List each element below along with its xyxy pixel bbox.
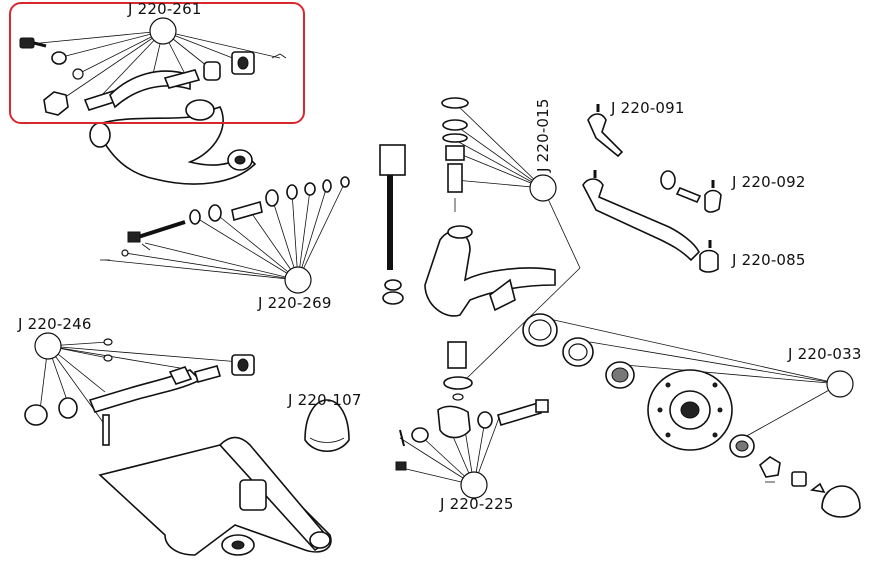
upper-arm-assembly <box>89 99 257 185</box>
callout-label-225: J 220-225 <box>440 495 514 513</box>
lower-control-arm <box>98 436 332 556</box>
steering-knuckle-parts <box>379 97 581 401</box>
callout-label-015: J 220-015 <box>534 98 552 172</box>
hub-bearing-parts <box>522 313 861 518</box>
dust-cap-part <box>304 399 350 453</box>
callout-circle <box>149 17 177 45</box>
callout-label-033: J 220-033 <box>788 345 862 363</box>
callout-label-085: J 220-085 <box>732 251 806 269</box>
lower-pivot-parts <box>395 399 549 499</box>
highlight-box <box>9 2 305 124</box>
pivot-shaft-parts <box>100 176 350 294</box>
callout-label-269: J 220-269 <box>258 294 332 312</box>
callout-label-107: J 220-107 <box>288 391 362 409</box>
tie-rod-parts <box>582 104 722 273</box>
lower-arm-parts <box>24 332 255 446</box>
callout-label-092: J 220-092 <box>732 173 806 191</box>
callout-label-246: J 220-246 <box>18 315 92 333</box>
callout-label-261: J 220-261 <box>128 0 202 18</box>
callout-label-091: J 220-091 <box>611 99 685 117</box>
